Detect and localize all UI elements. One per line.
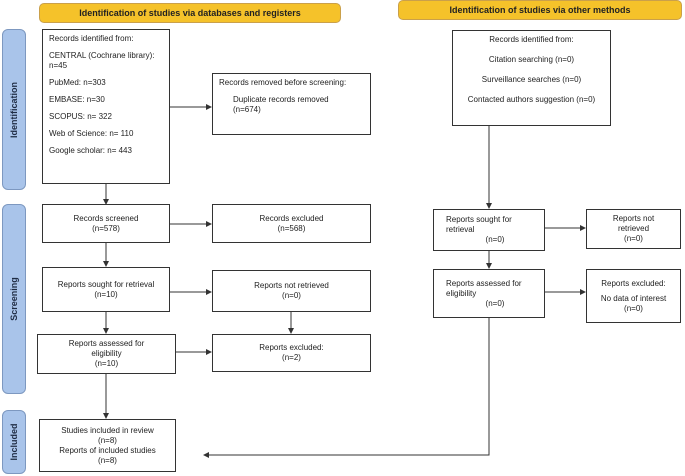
identification-stage: Identification [2, 29, 26, 190]
duplicate-records-label: Duplicate records removed [233, 95, 329, 104]
source-pubmed: PubMed: n=303 [49, 78, 106, 87]
studies-included-label: Studies included in review [61, 425, 154, 435]
source-citation-searching: Citation searching (n=0) [488, 55, 575, 64]
reports-included-count: (n=8) [98, 455, 117, 465]
reports-not-retrieved-label: Reports not retrieved [254, 281, 329, 290]
databases-header: Identification of studies via databases … [39, 3, 341, 23]
other-reports-sought-label-2: retrieval [446, 225, 475, 234]
reports-not-retrieved-count: (n=0) [282, 291, 301, 300]
reports-assessed-box: Reports assessed for eligibility (n=10) [37, 334, 176, 374]
other-reports-assessed-box: Reports assessed for eligibility (n=0) [433, 269, 545, 318]
records-excluded-count: (n=568) [277, 223, 306, 233]
other-reports-assessed-label-2: eligibility [446, 288, 477, 298]
records-excluded-box: Records excluded (n=568) [212, 204, 371, 243]
other-reports-not-retrieved-label-2: retrieved [617, 224, 650, 233]
reports-excluded-box: Reports excluded: (n=2) [212, 334, 371, 372]
studies-included-box: Studies included in review (n=8) Reports… [39, 419, 176, 472]
other-reports-sought-box: Reports sought for retrieval (n=0) [433, 209, 545, 251]
other-reports-excluded-label: Reports excluded: [601, 278, 666, 288]
source-web-of-science: Web of Science: n= 110 [49, 129, 134, 138]
other-records-identified-title: Records identified from: [489, 35, 574, 44]
reports-assessed-count: (n=10) [94, 359, 119, 368]
arrow-right-assessed-to-included [203, 318, 490, 458]
records-removed-title: Records removed before screening: [219, 78, 347, 87]
source-central: CENTRAL (Cochrane library): n=45 [49, 51, 155, 70]
other-records-identified-box: Records identified from: Citation search… [452, 30, 611, 126]
records-screened-count: (n=578) [92, 223, 120, 233]
source-contacted-authors: Contacted authors suggestion (n=0) [467, 95, 596, 104]
databases-header-label: Identification of studies via databases … [79, 8, 301, 18]
studies-included-count: (n=8) [98, 435, 117, 445]
records-identified-title: Records identified from: [49, 34, 134, 43]
records-identified-box: Records identified from: CENTRAL (Cochra… [42, 29, 170, 184]
source-embase: EMBASE: n=30 [49, 95, 105, 104]
other-reports-assessed-count: (n=0) [485, 298, 505, 308]
reports-included-label: Reports of included studies [59, 445, 156, 455]
records-screened-label: Records screened [73, 213, 139, 223]
other-reports-sought-label: Reports sought for [446, 215, 512, 224]
source-scopus: SCOPUS: n= 322 [49, 112, 112, 121]
other-methods-header: Identification of studies via other meth… [398, 0, 682, 20]
screening-stage: Screening [2, 204, 26, 394]
duplicate-records-count: (n=674) [233, 105, 261, 114]
source-surveillance-searches: Surveillance searches (n=0) [481, 75, 582, 84]
other-reports-not-retrieved-box: Reports not retrieved (n=0) [586, 209, 681, 249]
other-reports-sought-count: (n=0) [485, 235, 505, 244]
other-reports-excluded-reason: No data of interest [600, 293, 667, 303]
other-reports-excluded-box: Reports excluded: No data of interest (n… [586, 269, 681, 323]
source-google-scholar: Google scholar: n= 443 [49, 146, 132, 155]
included-stage: Included [2, 410, 26, 474]
reports-not-retrieved-box: Reports not retrieved (n=0) [212, 270, 371, 312]
other-reports-not-retrieved-count: (n=0) [624, 234, 643, 243]
reports-excluded-count: (n=2) [282, 353, 301, 362]
reports-sought-label: Reports sought for retrieval [57, 279, 155, 289]
reports-sought-box: Reports sought for retrieval (n=10) [42, 267, 170, 312]
records-screened-box: Records screened (n=578) [42, 204, 170, 243]
records-removed-box: Records removed before screening: Duplic… [212, 73, 371, 135]
other-reports-excluded-count: (n=0) [624, 303, 643, 313]
reports-assessed-label: Reports assessed for [68, 339, 145, 348]
other-reports-assessed-label: Reports assessed for [446, 278, 522, 288]
reports-assessed-label-2: eligibility [91, 349, 122, 358]
other-methods-header-label: Identification of studies via other meth… [449, 5, 631, 15]
reports-excluded-label: Reports excluded: [259, 343, 324, 352]
records-excluded-label: Records excluded [259, 213, 324, 223]
reports-sought-count: (n=10) [94, 289, 118, 299]
other-reports-not-retrieved-label: Reports not [612, 214, 655, 223]
